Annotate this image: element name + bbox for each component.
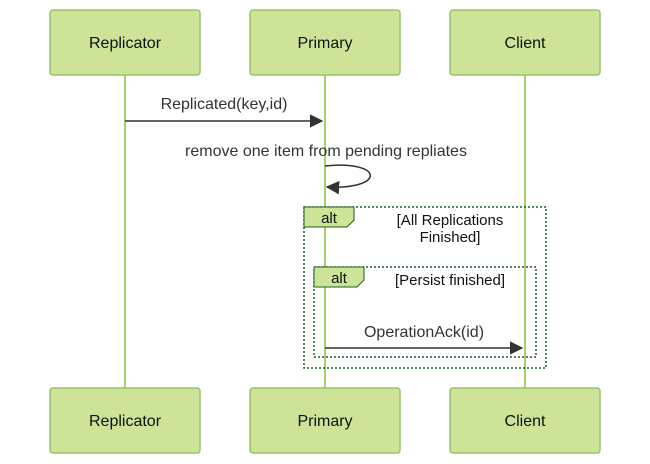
alt-keyword-inner: alt: [331, 270, 348, 287]
actor-primary-top: Primary: [249, 9, 401, 76]
alt-fragment-outer: alt [All Replications Finished]: [303, 206, 547, 369]
self-message-arrow: [324, 164, 371, 195]
alt-condition-outer-line1: [All Replications: [397, 212, 504, 229]
message-label-operation-ack: OperationAck(id): [364, 324, 484, 341]
alt-condition-inner: [Persist finished]: [395, 272, 505, 289]
message-label-replicated: Replicated(key,id): [161, 96, 288, 113]
alt-tag-inner: [313, 266, 365, 288]
actor-label: Primary: [297, 35, 352, 52]
alt-keyword-outer: alt: [321, 210, 338, 227]
actor-client-bottom: Client: [449, 387, 601, 454]
alt-tag-outer: [303, 206, 355, 228]
actor-client-top: Client: [449, 9, 601, 76]
actor-primary-bottom: Primary: [249, 387, 401, 454]
actor-label: Client: [505, 35, 546, 52]
actor-label: Replicator: [89, 35, 162, 52]
actor-label: Replicator: [89, 413, 162, 430]
alt-fragment-inner: alt [Persist finished]: [313, 266, 537, 358]
alt-condition-outer-line2: Finished]: [420, 229, 481, 246]
actor-label: Client: [505, 413, 546, 430]
actor-replicator-bottom: Replicator: [49, 387, 201, 454]
actor-label: Primary: [297, 413, 352, 430]
message-label-remove-item: remove one item from pending repliates: [185, 143, 467, 160]
actor-replicator-top: Replicator: [49, 9, 201, 76]
